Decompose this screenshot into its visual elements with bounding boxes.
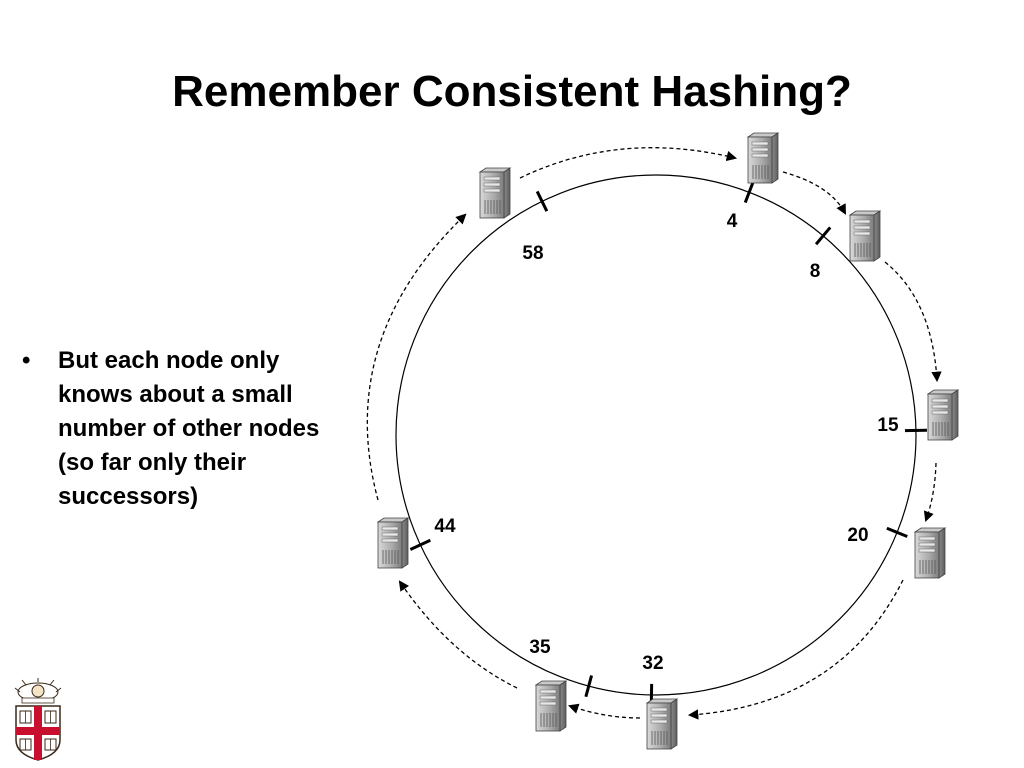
ring-tick <box>584 675 594 698</box>
node-label: 44 <box>434 516 456 537</box>
server-nodes <box>376 132 960 750</box>
node-label: 58 <box>522 243 543 264</box>
ring-ticks <box>409 181 927 706</box>
successor-arrow <box>782 171 846 215</box>
server-icon <box>534 680 568 732</box>
node-labels: 4 8 15 20 32 35 44 58 <box>434 211 899 674</box>
bullet-text: But each node only knows about a small n… <box>58 347 320 510</box>
node-label: 35 <box>529 637 551 658</box>
successor-arrows <box>366 147 942 720</box>
server-icon <box>848 210 882 262</box>
successor-arrow <box>687 579 904 720</box>
university-shield-icon <box>14 678 62 761</box>
bullet-list: • But each node only knows about a small… <box>22 344 352 514</box>
server-icon <box>746 132 780 184</box>
bullet-item: • But each node only knows about a small… <box>22 344 352 514</box>
ring-tick <box>409 538 431 551</box>
successor-arrow <box>519 147 738 179</box>
server-icon <box>926 389 960 441</box>
node-label: 20 <box>847 525 868 546</box>
ring-tick <box>743 181 755 204</box>
sun-crest-icon <box>14 678 62 704</box>
node-label: 32 <box>642 653 663 674</box>
successor-arrow <box>568 703 641 719</box>
server-icon <box>478 167 512 219</box>
node-label: 8 <box>810 261 821 282</box>
successor-arrow <box>398 580 518 689</box>
server-icon <box>376 517 410 569</box>
successor-arrow <box>366 213 467 501</box>
successor-arrow <box>884 261 942 383</box>
server-icon <box>645 698 679 750</box>
hash-ring <box>395 174 917 696</box>
ring-tick <box>535 190 549 212</box>
ring-tick <box>814 226 832 246</box>
slide-title: Remember Consistent Hashing? <box>172 67 852 116</box>
node-label: 15 <box>877 415 899 436</box>
successor-arrow <box>923 462 937 522</box>
node-label: 4 <box>727 211 738 232</box>
server-icon <box>913 527 947 579</box>
ring-tick <box>886 526 908 538</box>
bullet-dot-icon: • <box>22 347 31 374</box>
